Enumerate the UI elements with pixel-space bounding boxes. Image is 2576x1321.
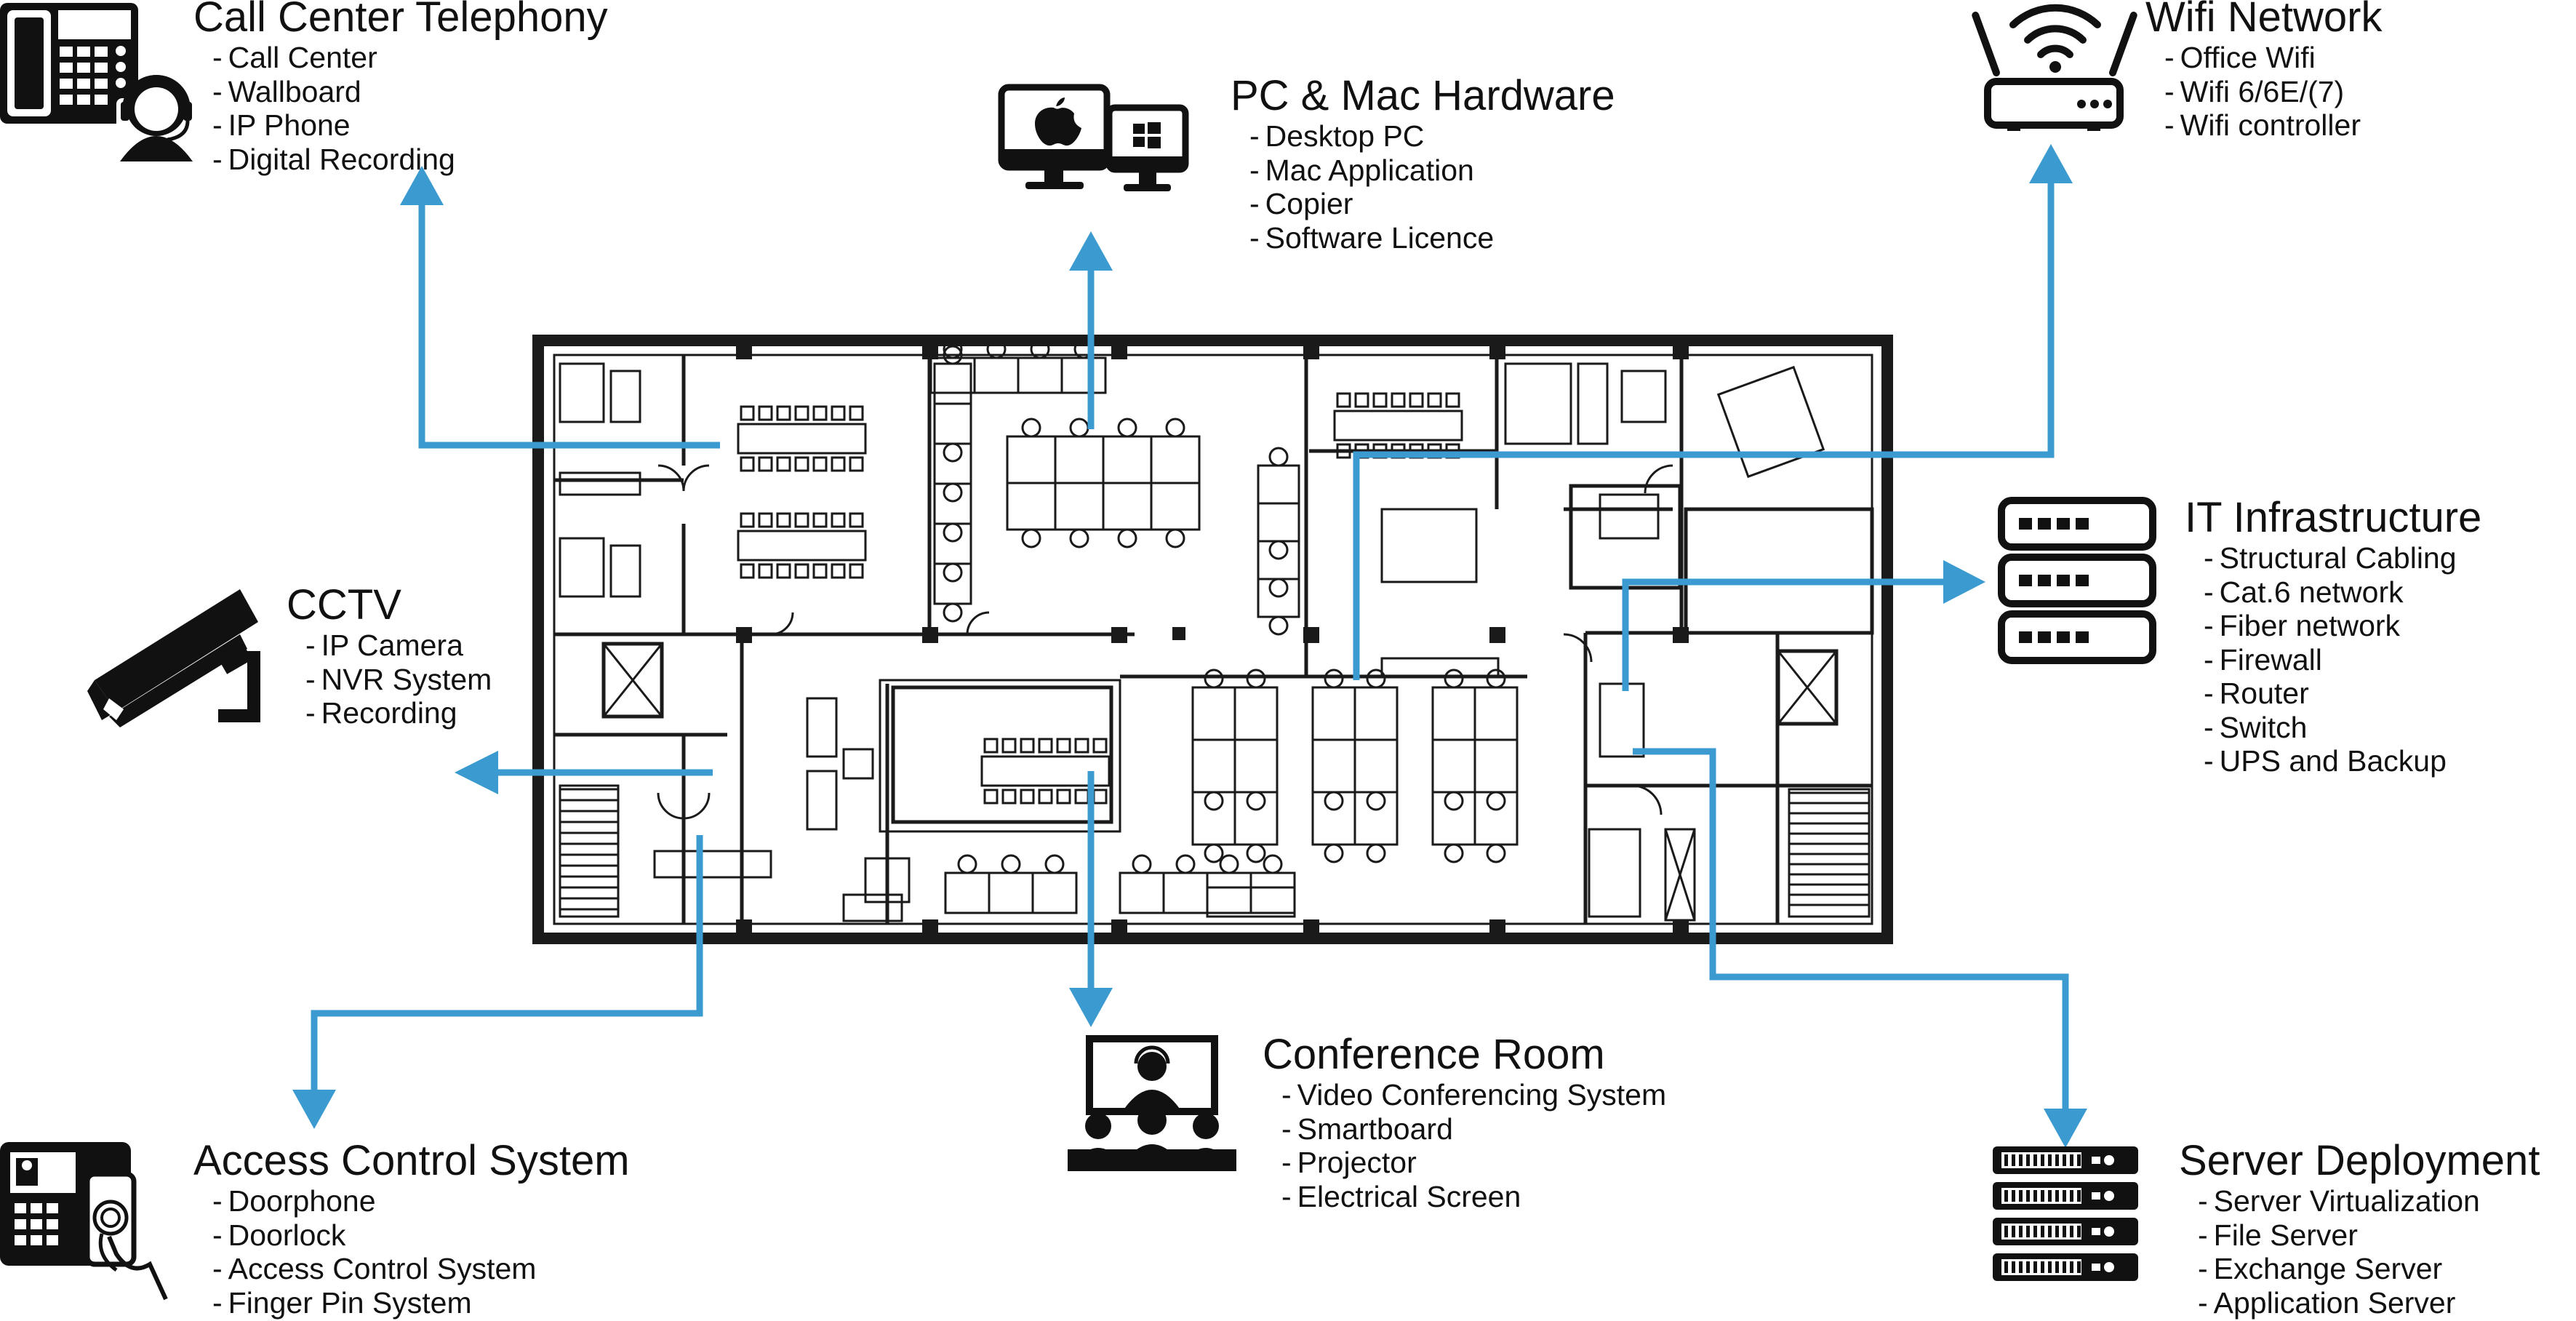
mac-and-windows-monitors-icon: [998, 84, 1189, 191]
service-list: -IP Camera -NVR System -Recording: [287, 628, 492, 730]
service-list: -Office Wifi -Wifi 6/6E/(7) -Wifi contro…: [2145, 41, 2382, 143]
service-list: -Call Center -Wallboard -IP Phone -Digit…: [193, 41, 608, 176]
connector-call-center: [418, 200, 720, 449]
video-conference-icon: [1068, 1035, 1236, 1171]
desk-phone-with-headset-agent-icon: [0, 3, 201, 164]
list-item: -Wifi controller: [2164, 108, 2361, 142]
floor-plan-inner-wall: [553, 354, 1873, 925]
arrow-head-down-conference: [1069, 988, 1113, 1027]
list-item: -Office Wifi: [2164, 41, 2316, 74]
list-item: -Recording: [305, 696, 457, 730]
connector-access: [311, 835, 703, 1097]
network-rack-icon: [1998, 497, 2156, 664]
section-access-control-system: Access Control System -Doorphone -Doorlo…: [193, 1138, 630, 1320]
list-item: -Mac Application: [1249, 153, 1474, 187]
list-item: -NVR System: [305, 662, 492, 696]
arrow-head-right-it-infra: [1943, 560, 1985, 604]
list-item: -Router: [2204, 677, 2309, 710]
list-item: -Server Virtualization: [2198, 1184, 2480, 1218]
list-item: -Fiber network: [2204, 609, 2401, 642]
list-item: -File Server: [2198, 1218, 2358, 1252]
connector-it-infra: [1622, 578, 1949, 691]
list-item: -Finger Pin System: [212, 1285, 472, 1320]
arrow-head-down-access: [292, 1090, 336, 1129]
service-list: -Server Virtualization -File Server -Exc…: [2179, 1184, 2540, 1320]
arrow-head-down-server: [2044, 1109, 2087, 1148]
list-item: -Cat.6 network: [2204, 575, 2404, 609]
arrow-head-up-call-center: [400, 166, 444, 205]
list-item: -Structural Cabling: [2204, 541, 2457, 575]
service-list: -Desktop PC -Mac Application -Copier -So…: [1231, 119, 1615, 255]
cctv-camera-icon: [87, 589, 260, 727]
access-control-keypad-icon: [0, 1142, 168, 1301]
service-list: -Doorphone -Doorlock -Access Control Sys…: [193, 1184, 630, 1320]
section-wifi-network: Wifi Network -Office Wifi -Wifi 6/6E/(7)…: [2145, 0, 2382, 143]
service-list: -Structural Cabling -Cat.6 network -Fibe…: [2185, 541, 2481, 778]
list-item: -IP Camera: [305, 628, 463, 662]
list-item: -Digital Recording: [212, 142, 455, 176]
list-item: -Doorphone: [212, 1184, 376, 1218]
section-pc-mac-hardware: PC & Mac Hardware -Desktop PC -Mac Appli…: [1231, 73, 1615, 255]
section-title: Access Control System: [193, 1137, 630, 1184]
section-it-infrastructure: IT Infrastructure -Structural Cabling -C…: [2185, 495, 2481, 778]
list-item: -Wifi 6/6E/(7): [2164, 74, 2345, 108]
connector-wifi: [1353, 175, 2055, 680]
staircase-left: [559, 784, 620, 918]
floor-plan-outer-wall: [532, 335, 1893, 944]
section-title: PC & Mac Hardware: [1231, 72, 1615, 119]
section-call-center-telephony: Call Center Telephony -Call Center -Wall…: [193, 0, 608, 176]
section-title: Wifi Network: [2145, 0, 2383, 41]
list-item: -Access Control System: [212, 1252, 537, 1285]
list-item: -Projector: [1281, 1146, 1417, 1179]
list-item: -Wallboard: [212, 74, 361, 108]
section-title: CCTV: [287, 581, 401, 628]
list-item: -Doorlock: [212, 1218, 346, 1252]
list-item: -Application Server: [2198, 1285, 2456, 1320]
list-item: -Copier: [1249, 187, 1353, 220]
list-item: -Firewall: [2204, 642, 2322, 677]
connector-server: [1633, 748, 2069, 1117]
list-item: -Smartboard: [1281, 1112, 1453, 1146]
list-item: -UPS and Backup: [2204, 744, 2447, 778]
doors: [657, 464, 1673, 820]
list-item: -Call Center: [212, 41, 377, 74]
workstation-clusters: [929, 339, 1519, 914]
meeting-tables: [737, 392, 1463, 805]
wifi-router-icon: [1972, 4, 2137, 131]
staircase-right: [1788, 788, 1871, 918]
service-list: -Video Conferencing System -Smartboard -…: [1263, 1078, 1666, 1213]
arrow-head-left-cctv: [455, 751, 498, 794]
list-item: -Exchange Server: [2198, 1252, 2443, 1285]
list-item: -Switch: [2204, 710, 2308, 744]
list-item: -Software Licence: [1249, 220, 1495, 255]
list-item: -Desktop PC: [1249, 119, 1425, 153]
section-cctv: CCTV -IP Camera -NVR System -Recording: [287, 582, 492, 730]
section-server-deployment: Server Deployment -Server Virtualization…: [2179, 1138, 2540, 1320]
section-conference-room: Conference Room -Video Conferencing Syst…: [1263, 1031, 1666, 1213]
arrow-head-up-wifi: [2029, 144, 2073, 183]
server-stack-icon: [1993, 1146, 2138, 1281]
section-title: IT Infrastructure: [2185, 494, 2482, 541]
list-item: -IP Phone: [212, 108, 351, 142]
arrow-head-up-pc-mac: [1069, 231, 1113, 271]
section-title: Conference Room: [1263, 1031, 1605, 1078]
list-item: -Electrical Screen: [1281, 1179, 1521, 1213]
section-title: Call Center Telephony: [193, 0, 608, 41]
section-title: Server Deployment: [2179, 1137, 2540, 1184]
list-item: -Video Conferencing System: [1281, 1078, 1667, 1112]
office-furniture: [559, 362, 1825, 922]
